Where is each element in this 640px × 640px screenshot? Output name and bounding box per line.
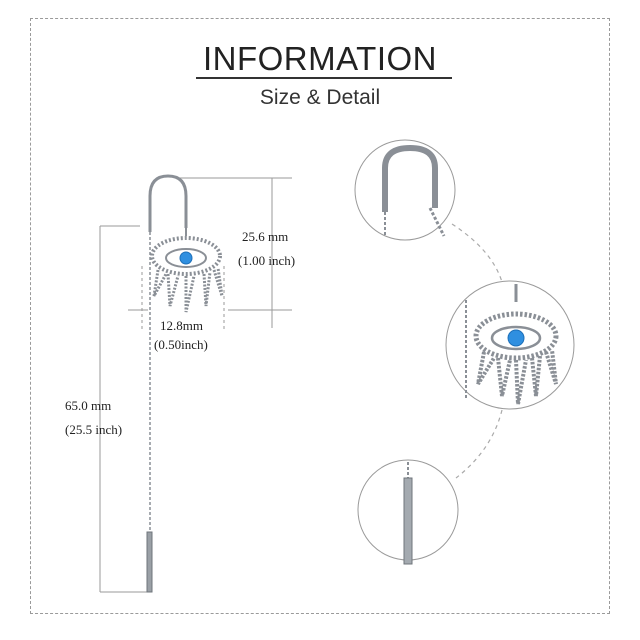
length-mm-label: 65.0 mm <box>65 398 112 413</box>
height-mm-label: 25.6 mm <box>242 229 289 244</box>
length-inch-label: (25.5 inch) <box>65 422 123 437</box>
page-subtitle: Size & Detail <box>259 86 381 109</box>
width-mm-label: 12.8mm <box>160 318 203 333</box>
page-title: INFORMATION <box>202 40 438 77</box>
width-inch-label: (0.50inch) <box>154 337 208 352</box>
title-underline <box>196 77 452 79</box>
dimension-guides <box>99 177 292 593</box>
earring-main <box>146 174 224 593</box>
dashed-border <box>30 18 610 614</box>
detail-circle-bar <box>357 459 459 565</box>
detail-circle-pendant <box>445 280 575 410</box>
detail-connectors <box>451 223 503 479</box>
detail-circle-hook <box>354 139 456 241</box>
height-inch-label: (1.00 inch) <box>238 253 296 268</box>
